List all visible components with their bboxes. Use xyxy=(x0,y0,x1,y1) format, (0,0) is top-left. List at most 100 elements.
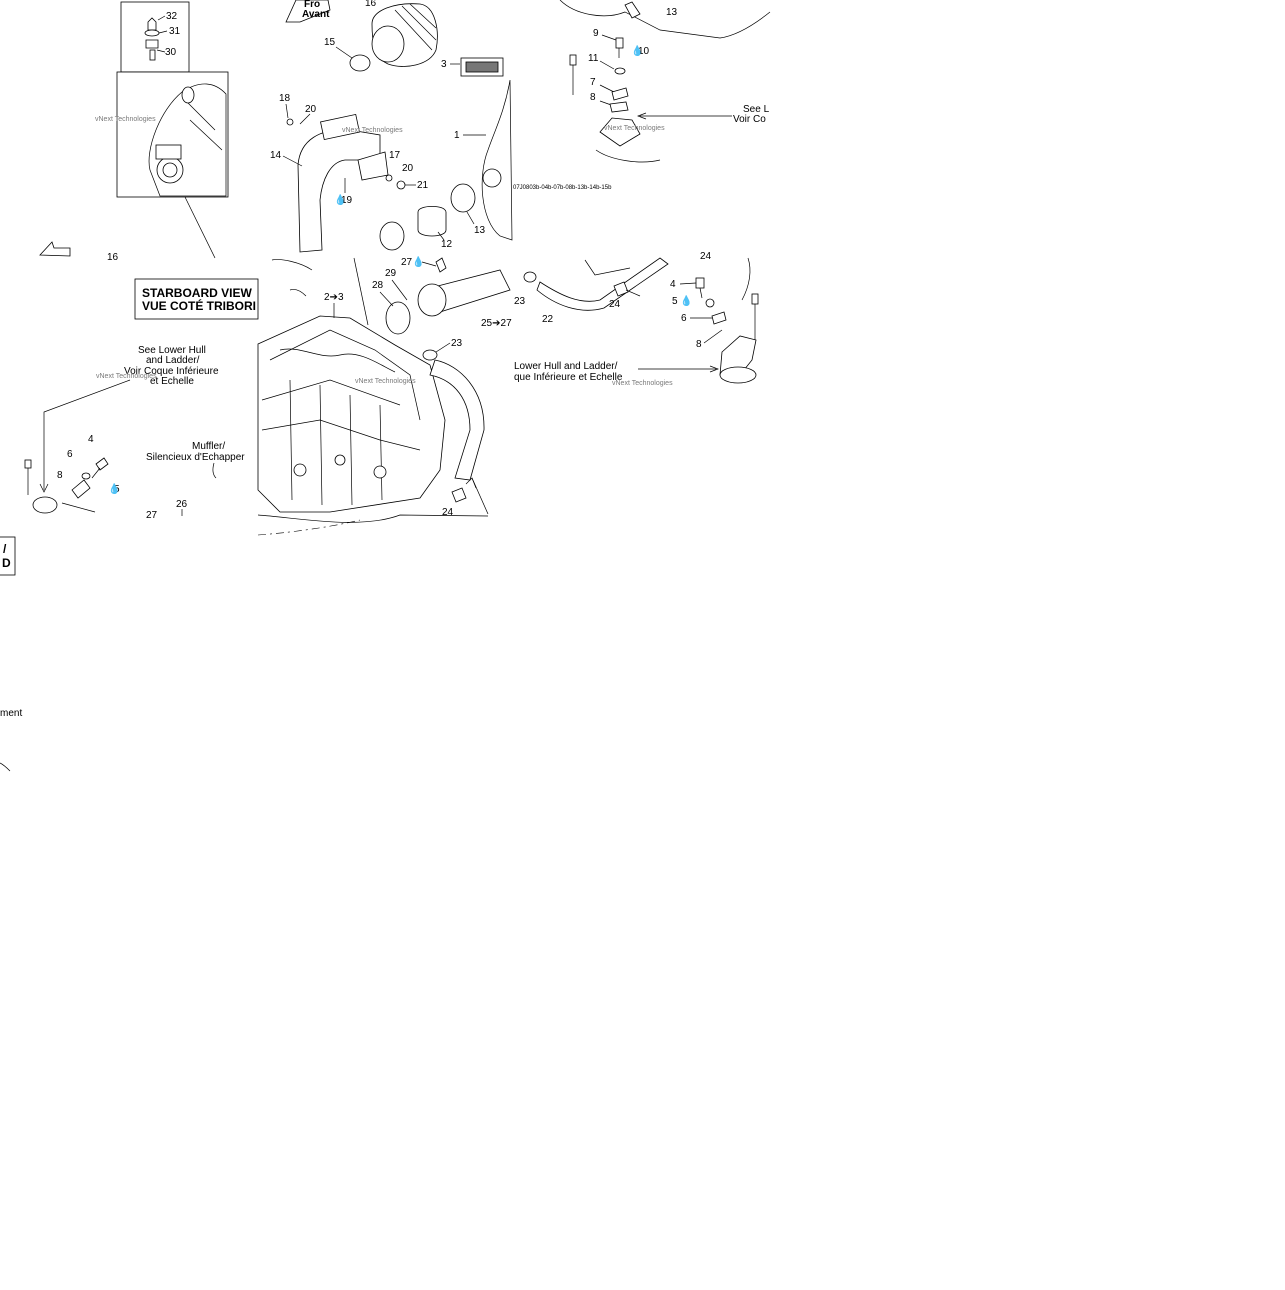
callout-13-top: 13 xyxy=(666,7,678,18)
note-lower-hull-3: Voir Coque Inférieure xyxy=(124,366,219,377)
callout-25-27: 25➔27 xyxy=(481,318,512,329)
note-lower-hull-mid-2: que Inférieure et Echelle xyxy=(514,372,623,383)
leader-line xyxy=(184,196,216,259)
note-lower-hull-1: See Lower Hull xyxy=(138,345,206,356)
right-mount xyxy=(695,257,759,384)
left-mount-parts xyxy=(24,457,109,514)
callout-12: 12 xyxy=(441,239,453,250)
callout-2-3: 2➔3 xyxy=(324,292,344,303)
note-muffler-1: Muffler/ xyxy=(192,441,225,452)
callout-6-left: 6 xyxy=(67,449,73,460)
callout-13: 13 xyxy=(474,225,486,236)
note-lower-hull-4: et Echelle xyxy=(150,376,194,387)
callout-22: 22 xyxy=(542,314,554,325)
callout-6-right: 6 xyxy=(681,313,687,324)
clip-24 xyxy=(451,487,467,503)
callout-19: 19 xyxy=(341,195,353,206)
watermark-5: vNext Technologies xyxy=(612,380,673,387)
starboard-view-title-fr: VUE COTÉ TRIBORI xyxy=(142,298,256,313)
drop-icon-4: 💧 xyxy=(680,294,692,307)
callout-5-left: 5 xyxy=(114,484,120,495)
engine-block xyxy=(257,315,446,513)
inset-parts xyxy=(144,15,168,61)
callout-23b: 23 xyxy=(514,296,526,307)
callout-24-right: 24 xyxy=(700,251,712,262)
callout-27: 27 xyxy=(401,257,413,268)
callout-23: 23 xyxy=(451,338,463,349)
callout-18: 18 xyxy=(279,93,291,104)
right-mid-panel: 23 22 24 24 Lower Hull and Ladder/ que I… xyxy=(514,251,759,387)
coupler-12 xyxy=(417,205,447,237)
callout-28: 28 xyxy=(372,280,384,291)
callout-24-bottom: 24 xyxy=(442,507,454,518)
leader-muffler xyxy=(212,462,217,479)
top-right-panel: 13 9 10 💧 11 7 8 See L Voir Co vNext Tec… xyxy=(559,0,771,163)
callout-16-left: 16 xyxy=(107,252,119,263)
drop-icon-5: 💧 xyxy=(631,44,643,57)
note-lower-hull-2: and Ladder/ xyxy=(146,355,200,366)
front-arrow xyxy=(285,0,331,23)
edge-box-line2: D xyxy=(2,556,11,570)
watermark-4: vNext Technologies xyxy=(355,378,416,385)
front-arrow-small xyxy=(39,241,71,257)
note-top-right-2: Voir Co xyxy=(733,114,766,125)
callout-8-left: 8 xyxy=(57,470,63,481)
clamp-13a xyxy=(379,221,405,251)
clamp-23b xyxy=(523,271,537,283)
watermark-3: vNext Technologies xyxy=(342,127,403,134)
left-panel: 32 31 30 16 STARBOARD VIEW VUE COTÉ TRIB… xyxy=(0,1,259,772)
air-filter xyxy=(371,3,438,67)
note-top-right-1: See L xyxy=(743,104,770,115)
clamp-23 xyxy=(422,349,438,361)
note-muffler-2: Silencieux d'Echapper xyxy=(146,452,245,463)
callout-30: 30 xyxy=(165,47,177,58)
edge-box-line1: / xyxy=(3,542,7,556)
starboard-view-box xyxy=(134,278,259,320)
clamp-15 xyxy=(349,54,371,72)
front-label: Fro xyxy=(304,0,320,10)
callout-21: 21 xyxy=(417,180,429,191)
callout-16: 16 xyxy=(365,0,377,9)
callout-4-left: 4 xyxy=(88,434,94,445)
leader-lower-hull xyxy=(43,379,131,490)
edge-box xyxy=(0,536,16,576)
callout-8-right: 8 xyxy=(696,339,702,350)
document-code: 07J0803b-04b-07b-08b-13b-14b-15b xyxy=(513,185,612,191)
drop-icon-3: 💧 xyxy=(412,255,424,268)
watermark-6: vNext Technologies xyxy=(604,125,665,132)
callout-31: 31 xyxy=(169,26,181,37)
watermark-2: vNext Technologies xyxy=(96,373,157,380)
bracket-20 xyxy=(320,113,360,141)
left-edge-fragment: ment xyxy=(0,708,22,719)
callout-7: 7 xyxy=(590,77,596,88)
callout-20-top: 20 xyxy=(305,104,317,115)
top-right-hose xyxy=(559,0,771,39)
drop-icon: 💧 xyxy=(108,482,120,495)
callout-15: 15 xyxy=(324,37,336,48)
callout-9: 9 xyxy=(593,28,599,39)
starboard-view-title: STARBOARD VIEW xyxy=(142,286,252,300)
callout-1: 1 xyxy=(454,130,460,141)
intake-tube xyxy=(297,129,381,253)
callout-14: 14 xyxy=(270,150,282,161)
callout-20: 20 xyxy=(402,163,414,174)
clip-24b xyxy=(613,281,629,297)
clamp-13b xyxy=(450,183,476,213)
callout-4-right: 4 xyxy=(670,279,676,290)
callout-3: 3 xyxy=(441,59,447,70)
front-label-fr: Avant xyxy=(302,9,330,20)
throttle-body-sketch xyxy=(148,83,227,197)
callout-11: 11 xyxy=(588,53,599,64)
callout-24-mid: 24 xyxy=(609,299,621,310)
hose-22 xyxy=(536,257,669,311)
inset-box xyxy=(120,1,190,73)
callout-27-left: 27 xyxy=(146,510,158,521)
engine-panel: 2➔3 vNext Technologies 28 29 25➔27 27 💧 … xyxy=(257,255,512,536)
clamp-28 xyxy=(385,301,411,335)
watermark-1: vNext Technologies xyxy=(95,116,156,123)
callout-26: 26 xyxy=(176,499,188,510)
callout-10: 10 xyxy=(638,46,650,57)
callout-29: 29 xyxy=(385,268,397,279)
